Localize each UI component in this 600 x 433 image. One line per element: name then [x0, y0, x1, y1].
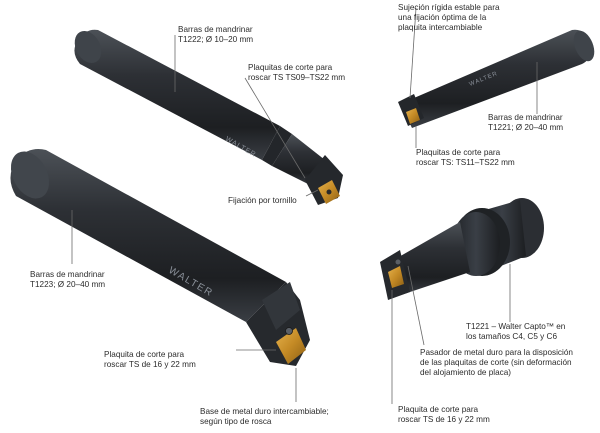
- callout-carbide-base: Base de metal duro intercambiable; según…: [200, 407, 329, 426]
- callout-rigid-clamp: Sujeción rígida estable para una fijació…: [398, 3, 500, 32]
- callout-ts16-insert-left: Plaquita de corte para roscar TS de 16 y…: [104, 350, 196, 369]
- callout-t1223-bar: Barras de mandrinar T1223; Ø 20–40 mm: [30, 270, 106, 289]
- callout-carbide-pin: Pasador de metal duro para la disposició…: [420, 348, 573, 377]
- leader-lines: [71, 7, 538, 404]
- callout-screw-clamp: Fijación por tornillo: [228, 196, 297, 205]
- t1223-insert: [276, 328, 306, 364]
- capto-insert: [388, 266, 404, 288]
- callout-capto: T1221 – Walter Capto™ en los tamaños C4,…: [466, 322, 566, 341]
- t1221-insert: [406, 108, 420, 124]
- tool-t1221: WALTER: [398, 29, 595, 128]
- tool-t1223: WALTER: [10, 149, 310, 366]
- callout-ts11-inserts: Plaquitas de corte para roscar TS: TS11–…: [416, 148, 515, 167]
- callout-t1221-bar: Barras de mandrinar T1221; Ø 20–40 mm: [488, 113, 564, 132]
- tool-capto: [380, 198, 544, 300]
- tool-t1222: WALTER: [74, 29, 343, 205]
- callout-ts09-inserts: Plaquitas de corte para roscar TS TS09–T…: [248, 63, 346, 82]
- callout-ts16-insert-right: Plaquita de corte para roscar TS de 16 y…: [398, 405, 490, 424]
- callout-t1222-bar: Barras de mandrinar T1222; Ø 10–20 mm: [178, 25, 254, 44]
